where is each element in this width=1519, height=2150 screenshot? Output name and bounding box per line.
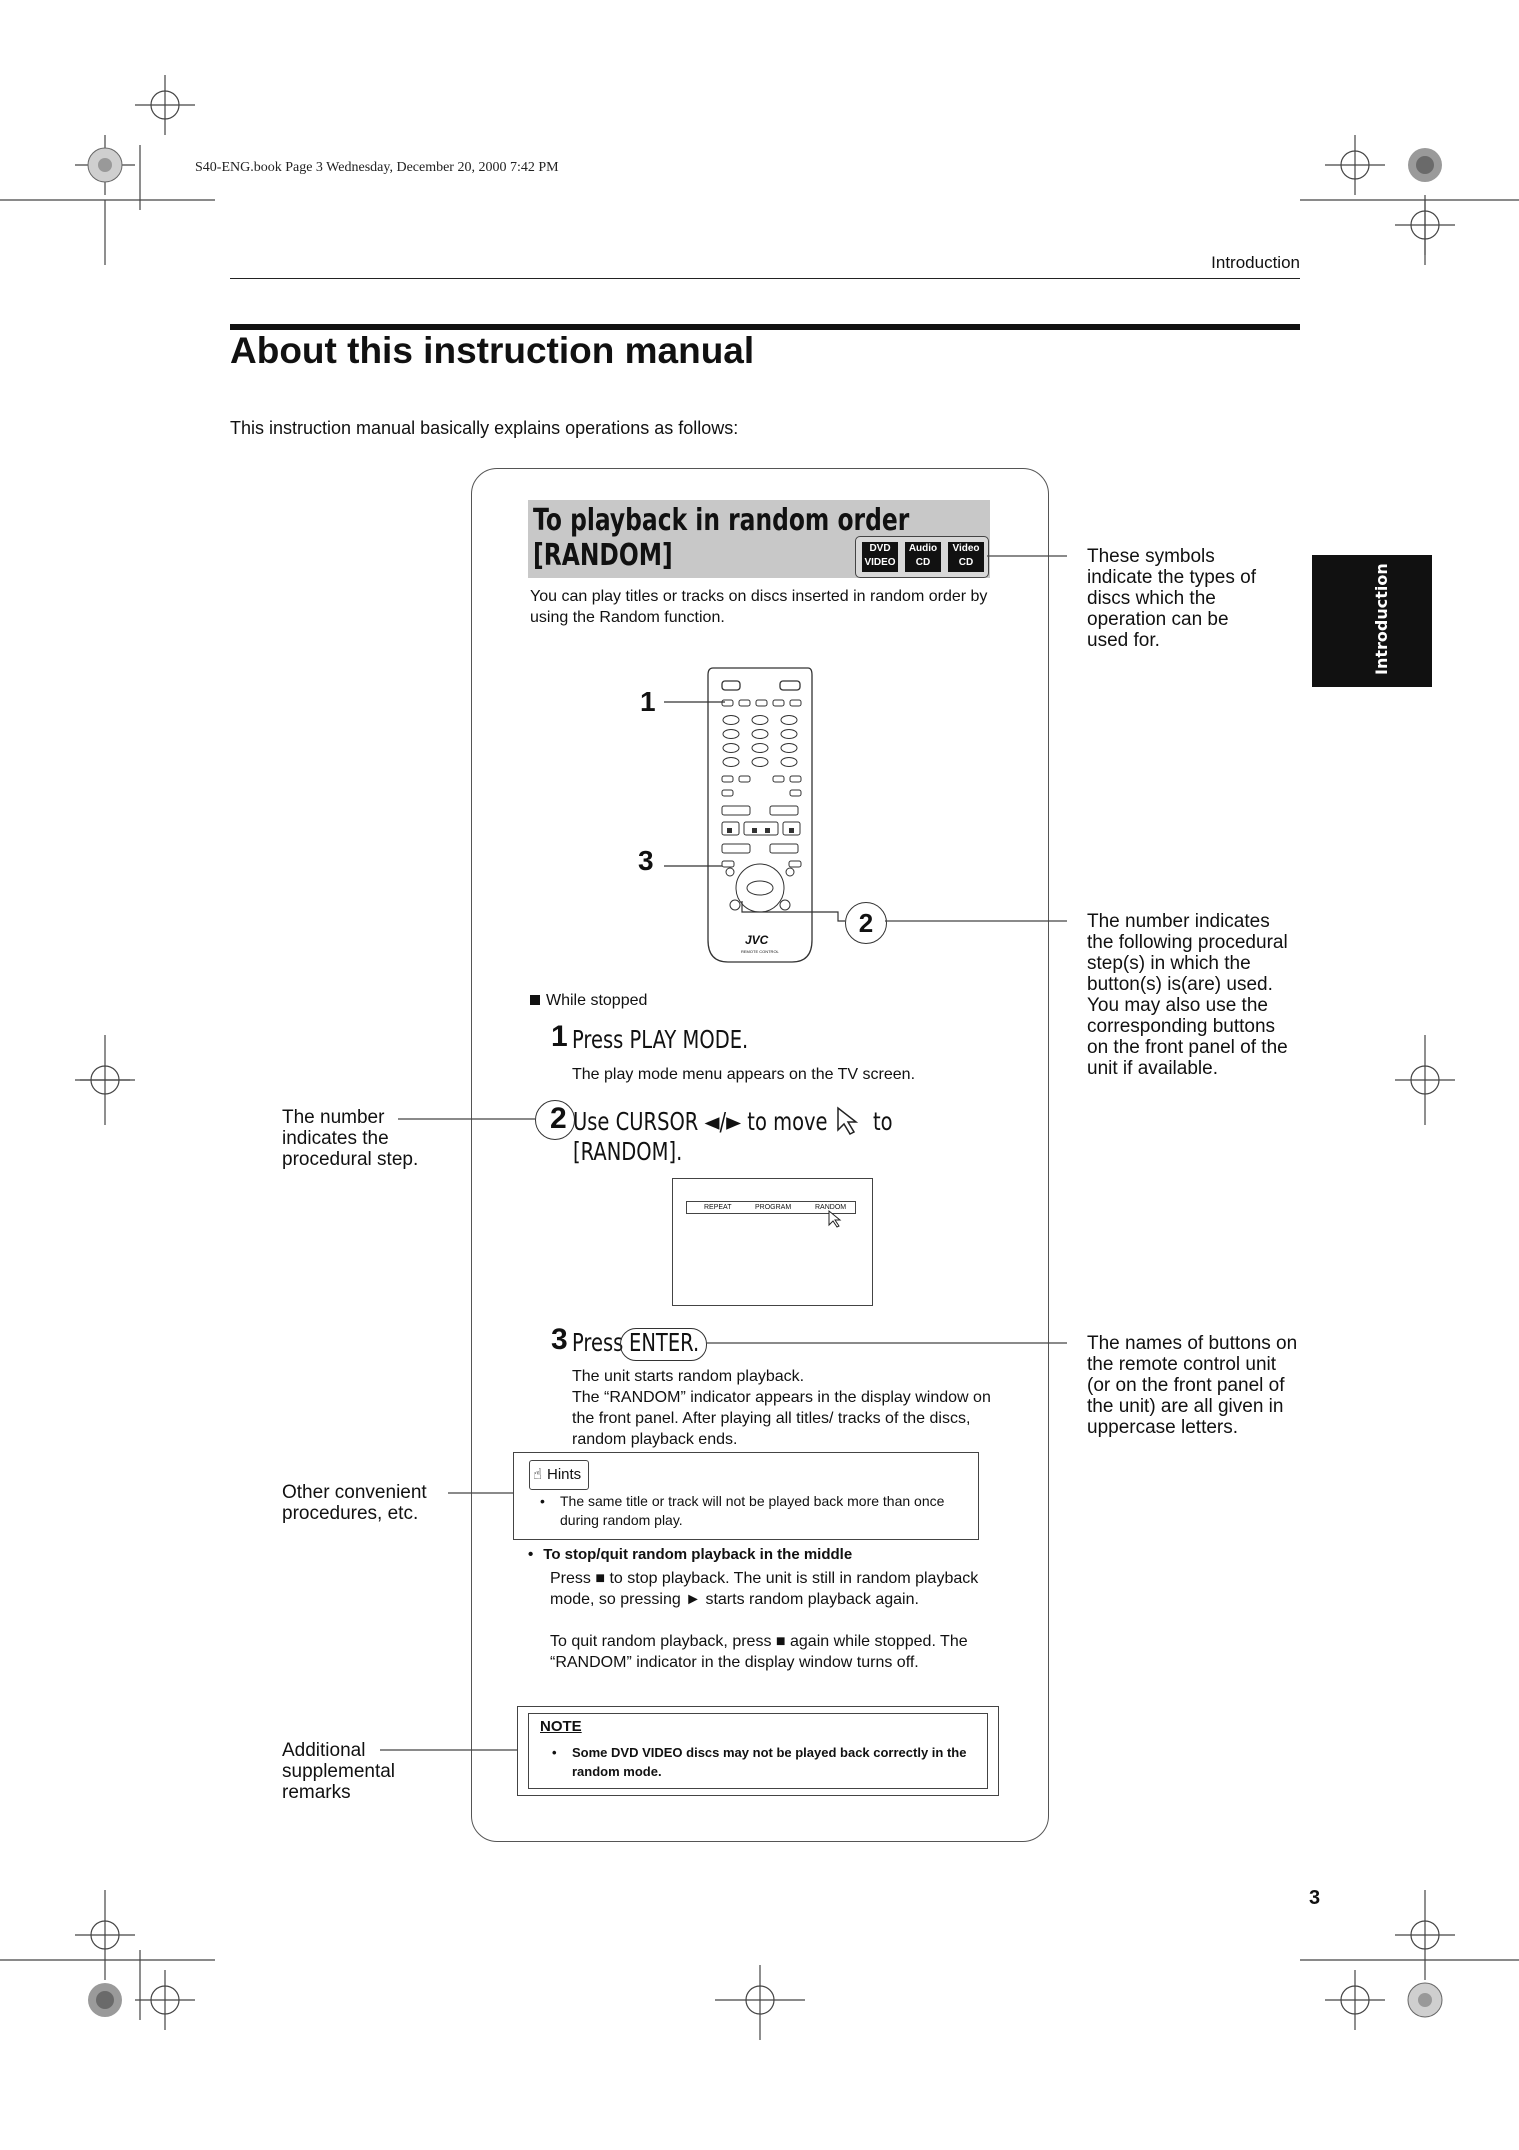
bullet: • — [540, 1493, 545, 1509]
note-item-text: Some DVD VIDEO discs may not be played b… — [572, 1745, 967, 1779]
disc-icon-label: CD — [915, 557, 931, 568]
hand-icon: ☝ — [533, 1466, 543, 1483]
hints-box — [513, 1452, 979, 1540]
intro-text: This instruction manual basically explai… — [230, 418, 739, 438]
disc-icon-label: DVD — [869, 543, 891, 554]
title-rule — [230, 324, 1300, 330]
square-bullet-icon — [530, 995, 540, 1005]
bullet: • — [528, 1546, 534, 1563]
hints-label-box: ☝ Hints — [529, 1460, 589, 1490]
osd-cursor-icon — [828, 1209, 842, 1228]
step2-number: 2 — [550, 1102, 567, 1135]
annotation-buttons: The names of buttons on the remote contr… — [1087, 1333, 1298, 1438]
sample-heading-text2: [RANDOM] — [533, 538, 673, 573]
side-tab-label: Introduction — [1372, 563, 1391, 675]
osd-menu-bar: REPEAT PROGRAM RANDOM — [686, 1201, 856, 1214]
note-box-inner — [528, 1713, 988, 1789]
condition-text: While stopped — [546, 992, 648, 1009]
annotation-remarks: Additional supplemental remarks — [282, 1740, 396, 1803]
step3-number: 3 — [551, 1323, 568, 1356]
hints-item-text: The same title or track will not be play… — [560, 1493, 945, 1528]
osd-item-random: RANDOM — [815, 1204, 847, 1211]
sample-heading-line2: [RANDOM] — [533, 538, 712, 573]
callout-number-1: 1 — [640, 686, 656, 717]
disc-icon-audio-cd: Audio CD — [905, 542, 941, 572]
sample-description: You can play titles or tracks on discs i… — [530, 588, 988, 626]
running-head: Introduction — [1211, 253, 1300, 272]
step2-text-a: Use CURSOR ◄/► to move — [573, 1107, 899, 1137]
bullet: • — [552, 1745, 557, 1760]
step3-text-b-inner: ENTER. — [629, 1328, 700, 1357]
step3-text-b: ENTER. — [629, 1328, 719, 1358]
osd-item-program: PROGRAM — [755, 1204, 792, 1211]
step2-text-b: to — [873, 1107, 898, 1137]
hints-label: Hints — [547, 1466, 582, 1483]
note-item: • Some DVD VIDEO discs may not be played… — [552, 1743, 972, 1781]
note-label: NOTE — [540, 1718, 582, 1735]
step2-text-a-inner: Use CURSOR ◄/► to move — [573, 1107, 828, 1136]
disc-icon-label: VIDEO — [864, 557, 896, 568]
sample-heading-line1: To playback in random order — [533, 503, 1015, 538]
step1-desc: The play mode menu appears on the TV scr… — [572, 1066, 916, 1083]
step2-number-circle — [535, 1100, 575, 1140]
step3-text-a-inner: Press — [572, 1328, 624, 1357]
stop-heading: • To stop/quit random playback in the mid… — [528, 1546, 852, 1563]
stop-line2: To quit random playback, press ■ again w… — [550, 1633, 968, 1671]
step1-text-inner: Press PLAY MODE. — [572, 1025, 749, 1054]
osd-item-repeat: REPEAT — [704, 1204, 732, 1211]
osd-screen — [672, 1178, 873, 1306]
disc-icon-label: Audio — [908, 543, 938, 554]
enter-button-outline — [620, 1328, 707, 1361]
disc-icon-label: CD — [958, 557, 974, 568]
sample-page-frame — [471, 468, 1049, 1842]
disc-icon-dvd-video: DVD VIDEO — [862, 542, 898, 572]
annotation-step: The number indicates the procedural step… — [282, 1107, 419, 1170]
annotation-symbols: These symbols indicate the types of disc… — [1087, 546, 1256, 651]
sample-heading-text1: To playback in random order — [533, 503, 910, 538]
annotation-number: The number indicates the following proce… — [1087, 911, 1288, 1079]
step2-text-c-inner: [RANDOM]. — [573, 1137, 683, 1166]
annotation-convenient: Other convenient procedures, etc. — [282, 1482, 427, 1524]
remote-brand: JVC — [745, 933, 769, 947]
stop-heading-text: To stop/quit random playback in the midd… — [543, 1546, 853, 1563]
page-number: 3 — [1309, 1887, 1321, 1909]
condition-label: While stopped — [530, 990, 647, 1011]
step2-text-c: [RANDOM]. — [573, 1137, 713, 1167]
callout-number-2: 2 — [845, 902, 887, 944]
side-tab: Introduction — [1312, 555, 1432, 687]
header-rule — [230, 278, 1300, 279]
step2-text-b-inner: to — [873, 1107, 893, 1136]
page-title: About this instruction manual — [230, 330, 755, 371]
hints-item: • The same title or track will not be pl… — [540, 1492, 965, 1530]
disc-icon-video-cd: Video CD — [948, 542, 984, 572]
step3-desc: The unit starts random playback. The “RA… — [572, 1368, 991, 1448]
step3-text-a: Press — [572, 1328, 638, 1358]
callout-number-3: 3 — [638, 845, 654, 876]
step1-number: 1 — [551, 1020, 568, 1053]
print-header: S40-ENG.book Page 3 Wednesday, December … — [195, 160, 559, 175]
pointer-cursor-icon — [837, 1106, 859, 1135]
callout-number-2-text: 2 — [858, 908, 874, 938]
disc-icon-label: Video — [952, 543, 980, 554]
note-box-outer — [517, 1706, 999, 1796]
remote-label: REMOTE CONTROL — [741, 949, 779, 954]
step1-text: Press PLAY MODE. — [572, 1025, 798, 1055]
stop-line1: Press ■ to stop playback. The unit is st… — [550, 1570, 979, 1608]
